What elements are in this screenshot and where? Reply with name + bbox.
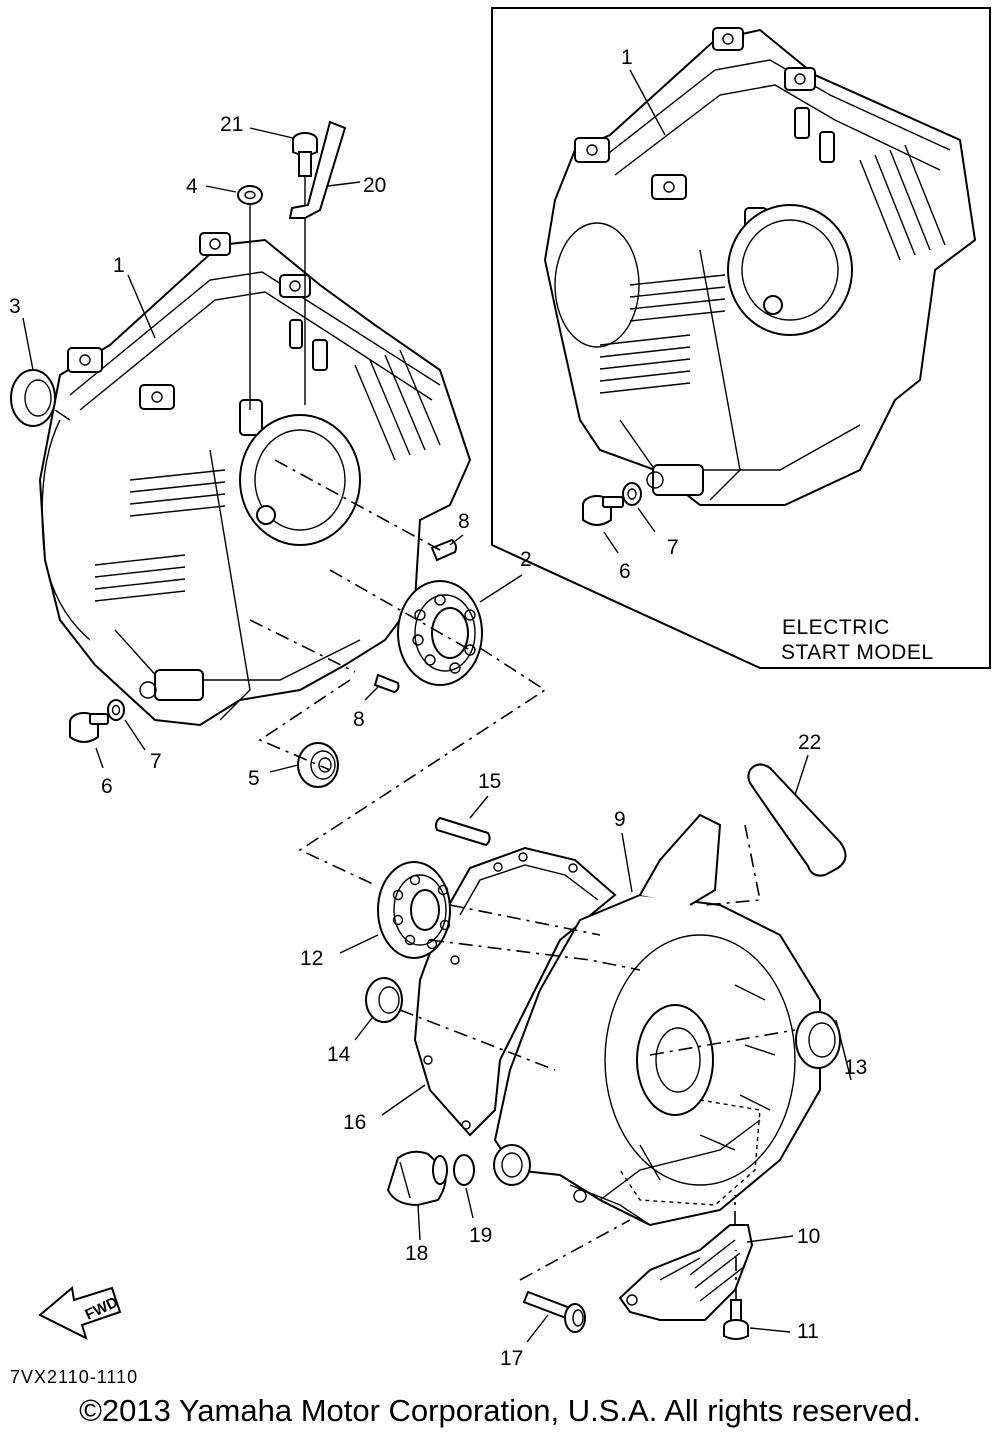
- callout-1-inset: 1: [621, 46, 633, 69]
- bearing-5: [297, 742, 339, 788]
- cover-plate-10: [618, 1224, 754, 1321]
- callout-15: 15: [478, 770, 501, 793]
- callout-9: 9: [614, 808, 626, 831]
- drain-plug-18: [386, 1150, 448, 1207]
- callout-7: 7: [150, 750, 162, 773]
- inset-title-line2: START MODEL: [781, 641, 934, 664]
- dowel-pin-8b: [373, 673, 400, 694]
- callout-18: 18: [405, 1242, 428, 1265]
- inset-bolt-6: [582, 495, 624, 526]
- callout-8b: 8: [353, 708, 365, 731]
- callout-7-inset: 7: [667, 536, 679, 559]
- bolt-11: [723, 1299, 749, 1340]
- callout-2: 2: [520, 548, 532, 571]
- copyright-notice: ©2013 Yamaha Motor Corporation, U.S.A. A…: [79, 1393, 921, 1428]
- bolt-21: [292, 132, 318, 177]
- crankcase-cover-9: [493, 813, 821, 1227]
- callout-12: 12: [300, 947, 323, 970]
- o-ring-19: [453, 1154, 475, 1186]
- inset-washer-7: [622, 482, 642, 506]
- callout-10: 10: [797, 1225, 820, 1248]
- callout-14: 14: [327, 1043, 351, 1066]
- washer-4: [237, 185, 263, 205]
- callout-4: 4: [186, 175, 198, 198]
- callout-16: 16: [343, 1111, 366, 1134]
- callout-13: 13: [844, 1056, 867, 1079]
- catalog-code: 7VX2110-1110: [10, 1367, 139, 1387]
- callout-3: 3: [9, 295, 21, 318]
- callout-11: 11: [797, 1320, 819, 1343]
- inset-frame: [491, 7, 991, 669]
- inset-crankcase: [543, 27, 977, 506]
- dowel-pin-8a: [430, 538, 457, 562]
- callout-8a: 8: [458, 510, 470, 533]
- fwd-arrow-icon: FWD: [38, 1286, 122, 1340]
- inset-title-line1: ELECTRIC: [782, 616, 890, 639]
- callout-1: 1: [113, 254, 125, 277]
- callout-6-inset: 6: [619, 560, 631, 583]
- bolt-17: [522, 1290, 586, 1333]
- callout-21: 21: [220, 113, 243, 136]
- callout-20: 20: [363, 174, 386, 197]
- oil-seal-3: [10, 369, 56, 427]
- main-crankcase: [38, 232, 472, 727]
- callout-5: 5: [248, 767, 260, 790]
- callout-22: 22: [798, 731, 821, 754]
- pin-15: [435, 816, 491, 847]
- bearing-12: [377, 861, 451, 959]
- bracket-20: [288, 120, 347, 219]
- callout-19: 19: [469, 1224, 492, 1247]
- callout-6: 6: [101, 775, 113, 798]
- callout-17: 17: [500, 1347, 523, 1370]
- oil-seal-13: [795, 1011, 841, 1069]
- washer-7: [107, 699, 125, 721]
- plate-22: [747, 763, 847, 877]
- oil-seal-14: [365, 977, 403, 1023]
- gasket-16: [413, 846, 617, 1137]
- bolt-6: [69, 712, 109, 743]
- callout-numbers: 1 1 2 3 4 5 6 6 7 7 8 8 9 10 11 12 13 14…: [9, 46, 867, 1370]
